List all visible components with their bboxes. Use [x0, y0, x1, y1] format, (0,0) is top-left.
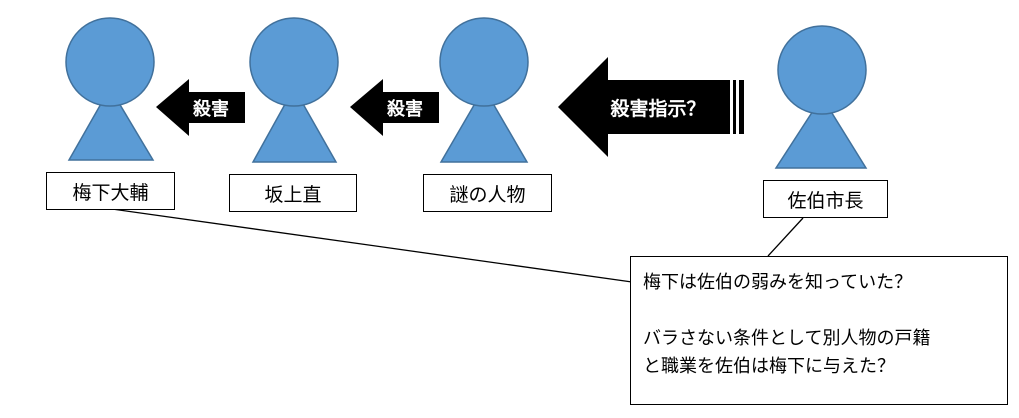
name-box-saeki: 佐伯市長: [763, 180, 888, 218]
person-head: [65, 17, 155, 107]
note-line-4: と職業を佐伯は梅下に与えた？: [643, 356, 895, 377]
connector-line-umeshita-note: [111, 208, 633, 283]
note-line-1: 梅下は佐伯の弱みを知っていた？: [643, 272, 913, 293]
connector-line-saeki-note: [767, 217, 804, 257]
arrow-label-1: 殺害: [193, 98, 229, 120]
name-box-umeshita: 梅下大輔: [46, 172, 175, 210]
person-body: [774, 95, 868, 169]
person-figure-umeshita: [65, 17, 155, 161]
note-box: 梅下は佐伯の弱みを知っていた？ バラさない条件として別人物の戸籍 と職業を佐伯は…: [630, 256, 1008, 405]
arrow-shape-1: [156, 79, 245, 136]
arrow-label-2: 殺害: [387, 98, 423, 120]
arrow-label-3: 殺害指示？: [610, 97, 706, 120]
person-head: [249, 17, 339, 107]
person-body: [67, 86, 155, 161]
person-body: [439, 86, 529, 163]
person-figure-sakagami: [249, 17, 339, 163]
person-head: [439, 17, 529, 107]
note-line-3: バラさない条件として別人物の戸籍: [643, 328, 931, 349]
arrow-shape-3: [558, 57, 744, 157]
person-head: [777, 25, 867, 115]
person-body: [251, 86, 338, 163]
arrow-shape-2: [350, 79, 439, 136]
name-box-sakagami: 坂上直: [229, 174, 357, 212]
note-line-2: [643, 297, 997, 325]
person-figure-mystery: [439, 17, 529, 163]
person-figure-saeki: [774, 25, 868, 169]
name-box-mystery: 謎の人物: [423, 174, 552, 212]
